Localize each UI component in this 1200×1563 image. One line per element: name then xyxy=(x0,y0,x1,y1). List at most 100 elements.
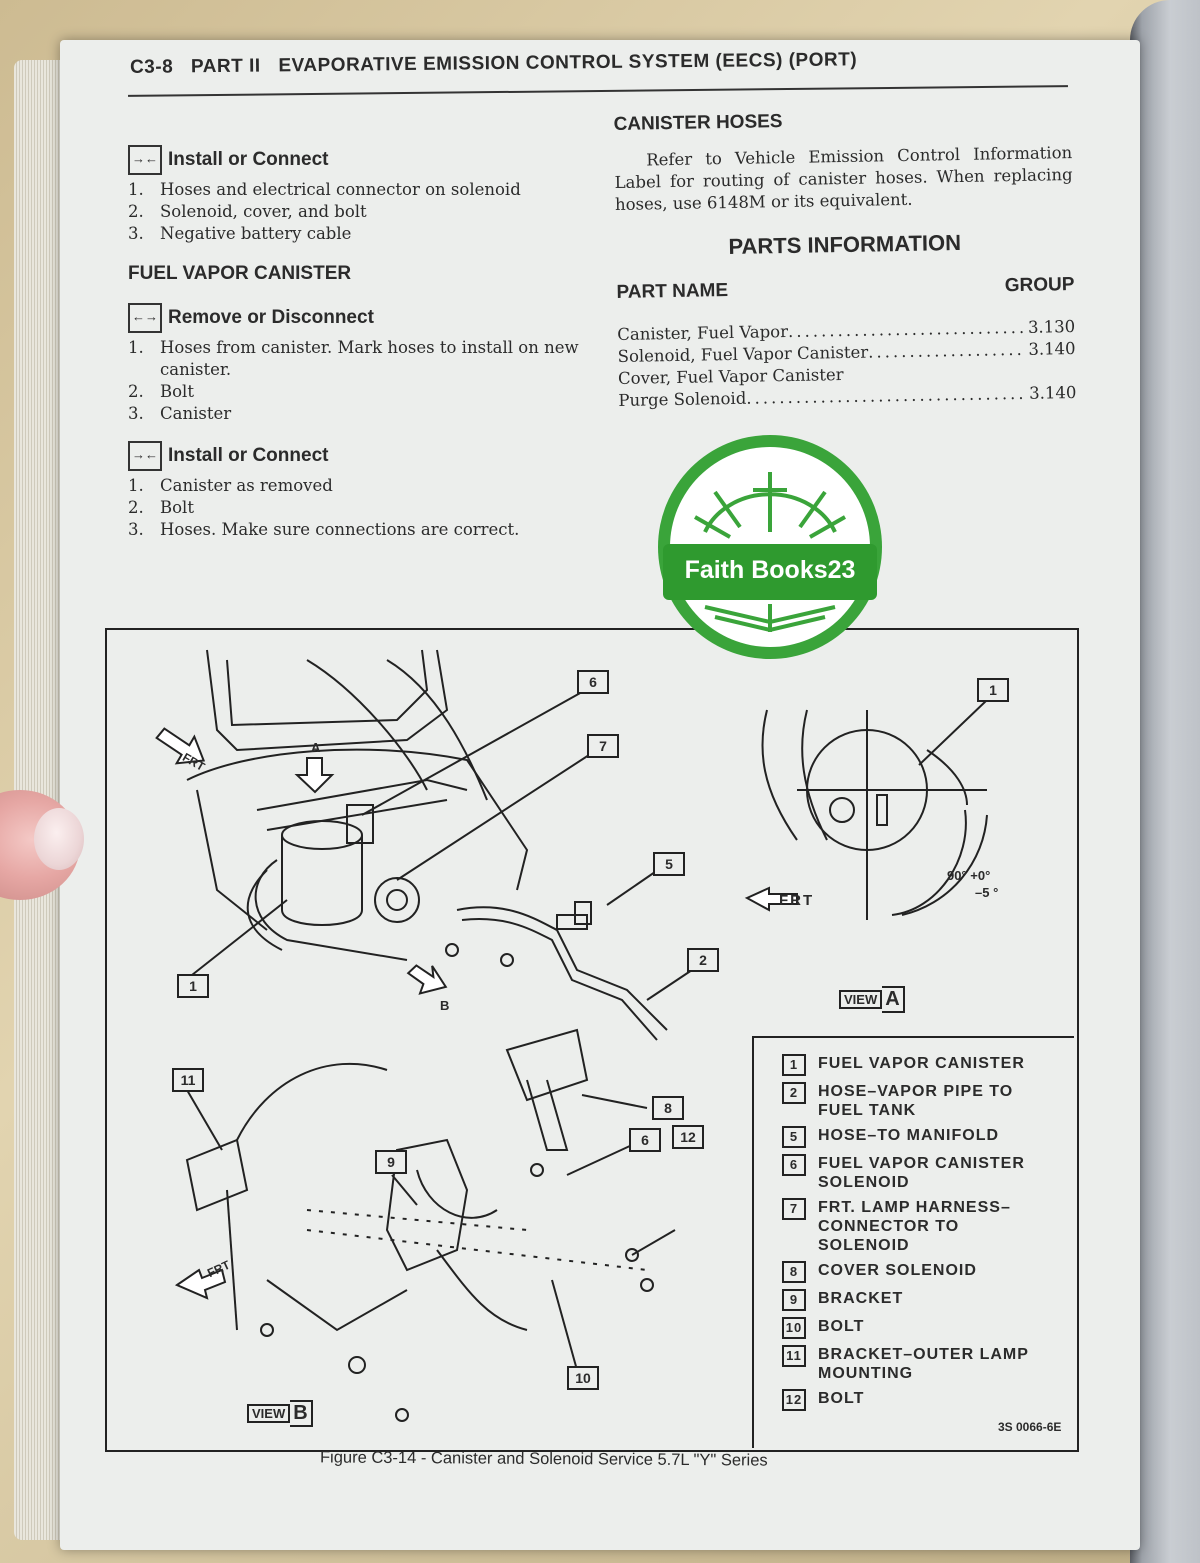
legend-text: BOLT xyxy=(818,1390,865,1407)
item-text: Hoses. Make sure connections are correct… xyxy=(160,520,520,539)
remove-list: 1. Hoses from canister. Mark hoses to ins… xyxy=(128,337,598,425)
figure-drawing xyxy=(155,649,988,1422)
arrow-b-label: B xyxy=(440,998,450,1013)
item-text: Hoses and electrical connector on soleno… xyxy=(160,180,521,199)
legend-text: BRACKET–OUTER LAMP MOUNTING xyxy=(818,1346,1029,1382)
legend-item: 2 HOSE–VAPOR PIPE TO FUEL TANK xyxy=(782,1082,1074,1120)
item-number: 2. xyxy=(128,382,144,401)
angle-tolerance: –5 ° xyxy=(975,885,999,900)
list-item: 3. Canister xyxy=(128,403,598,425)
legend-item: 5 HOSE–TO MANIFOLD xyxy=(782,1126,1074,1148)
item-number: 1. xyxy=(128,476,144,495)
install-connect-heading-2: →← Install or Connect xyxy=(128,441,598,471)
list-item: 3. Negative battery cable xyxy=(128,223,598,245)
angle-label: 90° +0° xyxy=(947,868,991,883)
legend-number: 2 xyxy=(782,1082,806,1104)
install-connect-icon: →← xyxy=(128,145,162,175)
callout-1: 1 xyxy=(977,678,1009,702)
legend-number: 7 xyxy=(782,1198,806,1220)
part-group xyxy=(1026,360,1076,383)
view-letter: A xyxy=(882,986,905,1013)
item-number: 1. xyxy=(128,180,144,199)
list-item: 3. Hoses. Make sure connections are corre… xyxy=(128,519,598,541)
legend-text: HOSE–TO MANIFOLD xyxy=(818,1127,1000,1144)
list-item: 1. Canister as removed xyxy=(128,475,598,497)
item-text: Canister xyxy=(160,404,232,423)
part-label: PART II xyxy=(190,55,261,78)
item-text: Solenoid, cover, and bolt xyxy=(160,202,367,221)
legend-number: 11 xyxy=(782,1345,806,1367)
thumbnail-nail xyxy=(34,808,84,870)
arrow-a-label: A xyxy=(311,740,321,755)
manual-page xyxy=(60,40,1140,1550)
list-item: 1. Hoses from canister. Mark hoses to ins… xyxy=(128,337,598,381)
view-a-tag: VIEW A xyxy=(839,986,905,1013)
item-text: Canister as removed xyxy=(160,476,333,495)
legend-text: COVER SOLENOID xyxy=(818,1262,977,1279)
list-item: 2.Solenoid, cover, and bolt xyxy=(128,201,598,223)
item-text: Bolt xyxy=(160,382,194,401)
item-number: 3. xyxy=(128,520,144,539)
view-word: VIEW xyxy=(247,1404,291,1423)
item-number: 3. xyxy=(128,404,144,423)
legend-item: 9 BRACKET xyxy=(782,1289,1074,1311)
canister-hoses-text: Refer to Vehicle Emission Control Inform… xyxy=(614,143,1073,215)
legend-number: 9 xyxy=(782,1289,806,1311)
legend-item: 7 FRT. LAMP HARNESS– CONNECTOR TO SOLENOI… xyxy=(782,1198,1074,1255)
callout-6: 6 xyxy=(629,1128,661,1152)
item-number: 2. xyxy=(128,498,144,517)
install-connect-title: Install or Connect xyxy=(168,445,329,466)
parts-info-title: PARTS INFORMATION xyxy=(728,229,962,260)
part-name: Canister, Fuel Vapor xyxy=(617,322,789,344)
view-word: VIEW xyxy=(839,990,883,1009)
legend-number: 5 xyxy=(782,1126,806,1148)
col-group: GROUP xyxy=(1004,274,1075,297)
faith-books-logo: Faith Books23 xyxy=(655,432,885,662)
callout-9: 9 xyxy=(375,1150,407,1174)
remove-disconnect-icon: ←→ xyxy=(128,303,162,333)
legend-text: FUEL VAPOR CANISTER SOLENOID xyxy=(818,1155,1025,1191)
install-list-1: 1. Hoses and electrical connector on sole… xyxy=(128,179,598,245)
left-column: →← Install or Connect 1. Hoses and electr… xyxy=(128,145,598,541)
col-part-name: PART NAME xyxy=(616,280,729,303)
leader-dots: ........................................… xyxy=(867,338,1026,362)
item-text: Negative battery cable xyxy=(160,224,352,243)
section-title: FUEL VAPOR CANISTER xyxy=(128,263,352,284)
callout-8: 8 xyxy=(652,1096,684,1120)
list-item: 2.Bolt xyxy=(128,497,598,519)
facing-page xyxy=(1130,0,1200,1563)
callout-7: 7 xyxy=(587,734,619,758)
callout-12: 12 xyxy=(672,1125,704,1149)
install-connect-icon: →← xyxy=(128,441,162,471)
parts-table: Canister, Fuel Vapor ...................… xyxy=(617,316,1076,412)
logo-text: Faith Books23 xyxy=(684,556,856,584)
callout-10: 10 xyxy=(567,1366,599,1390)
part-group: 3.130 xyxy=(1027,316,1076,337)
legend-item: 11 BRACKET–OUTER LAMP MOUNTING xyxy=(782,1345,1074,1383)
legend-text: BRACKET xyxy=(818,1290,904,1307)
figure-code: 3S 0066-6E xyxy=(998,1420,1062,1434)
legend-text: HOSE–VAPOR PIPE TO FUEL TANK xyxy=(818,1083,1014,1119)
list-item: 1. Hoses and electrical connector on sole… xyxy=(128,179,598,201)
legend-number: 6 xyxy=(782,1154,806,1176)
callout-2: 2 xyxy=(687,948,719,972)
leader-dots xyxy=(843,361,1026,386)
callout-5: 5 xyxy=(653,852,685,876)
item-text: Hoses from canister. Mark hoses to insta… xyxy=(160,338,579,379)
legend-number: 1 xyxy=(782,1054,806,1076)
item-number: 1. xyxy=(128,338,144,357)
item-number: 3. xyxy=(128,224,144,243)
view-b-tag: VIEW B xyxy=(247,1400,313,1427)
callout-6: 6 xyxy=(577,670,609,694)
legend-text: FRT. LAMP HARNESS– CONNECTOR TO SOLENOID xyxy=(818,1199,1011,1254)
remove-disconnect-title: Remove or Disconnect xyxy=(168,307,374,328)
page-number: C3-8 xyxy=(129,56,174,78)
install-connect-title: Install or Connect xyxy=(168,149,329,170)
logo-emblem xyxy=(658,435,882,659)
